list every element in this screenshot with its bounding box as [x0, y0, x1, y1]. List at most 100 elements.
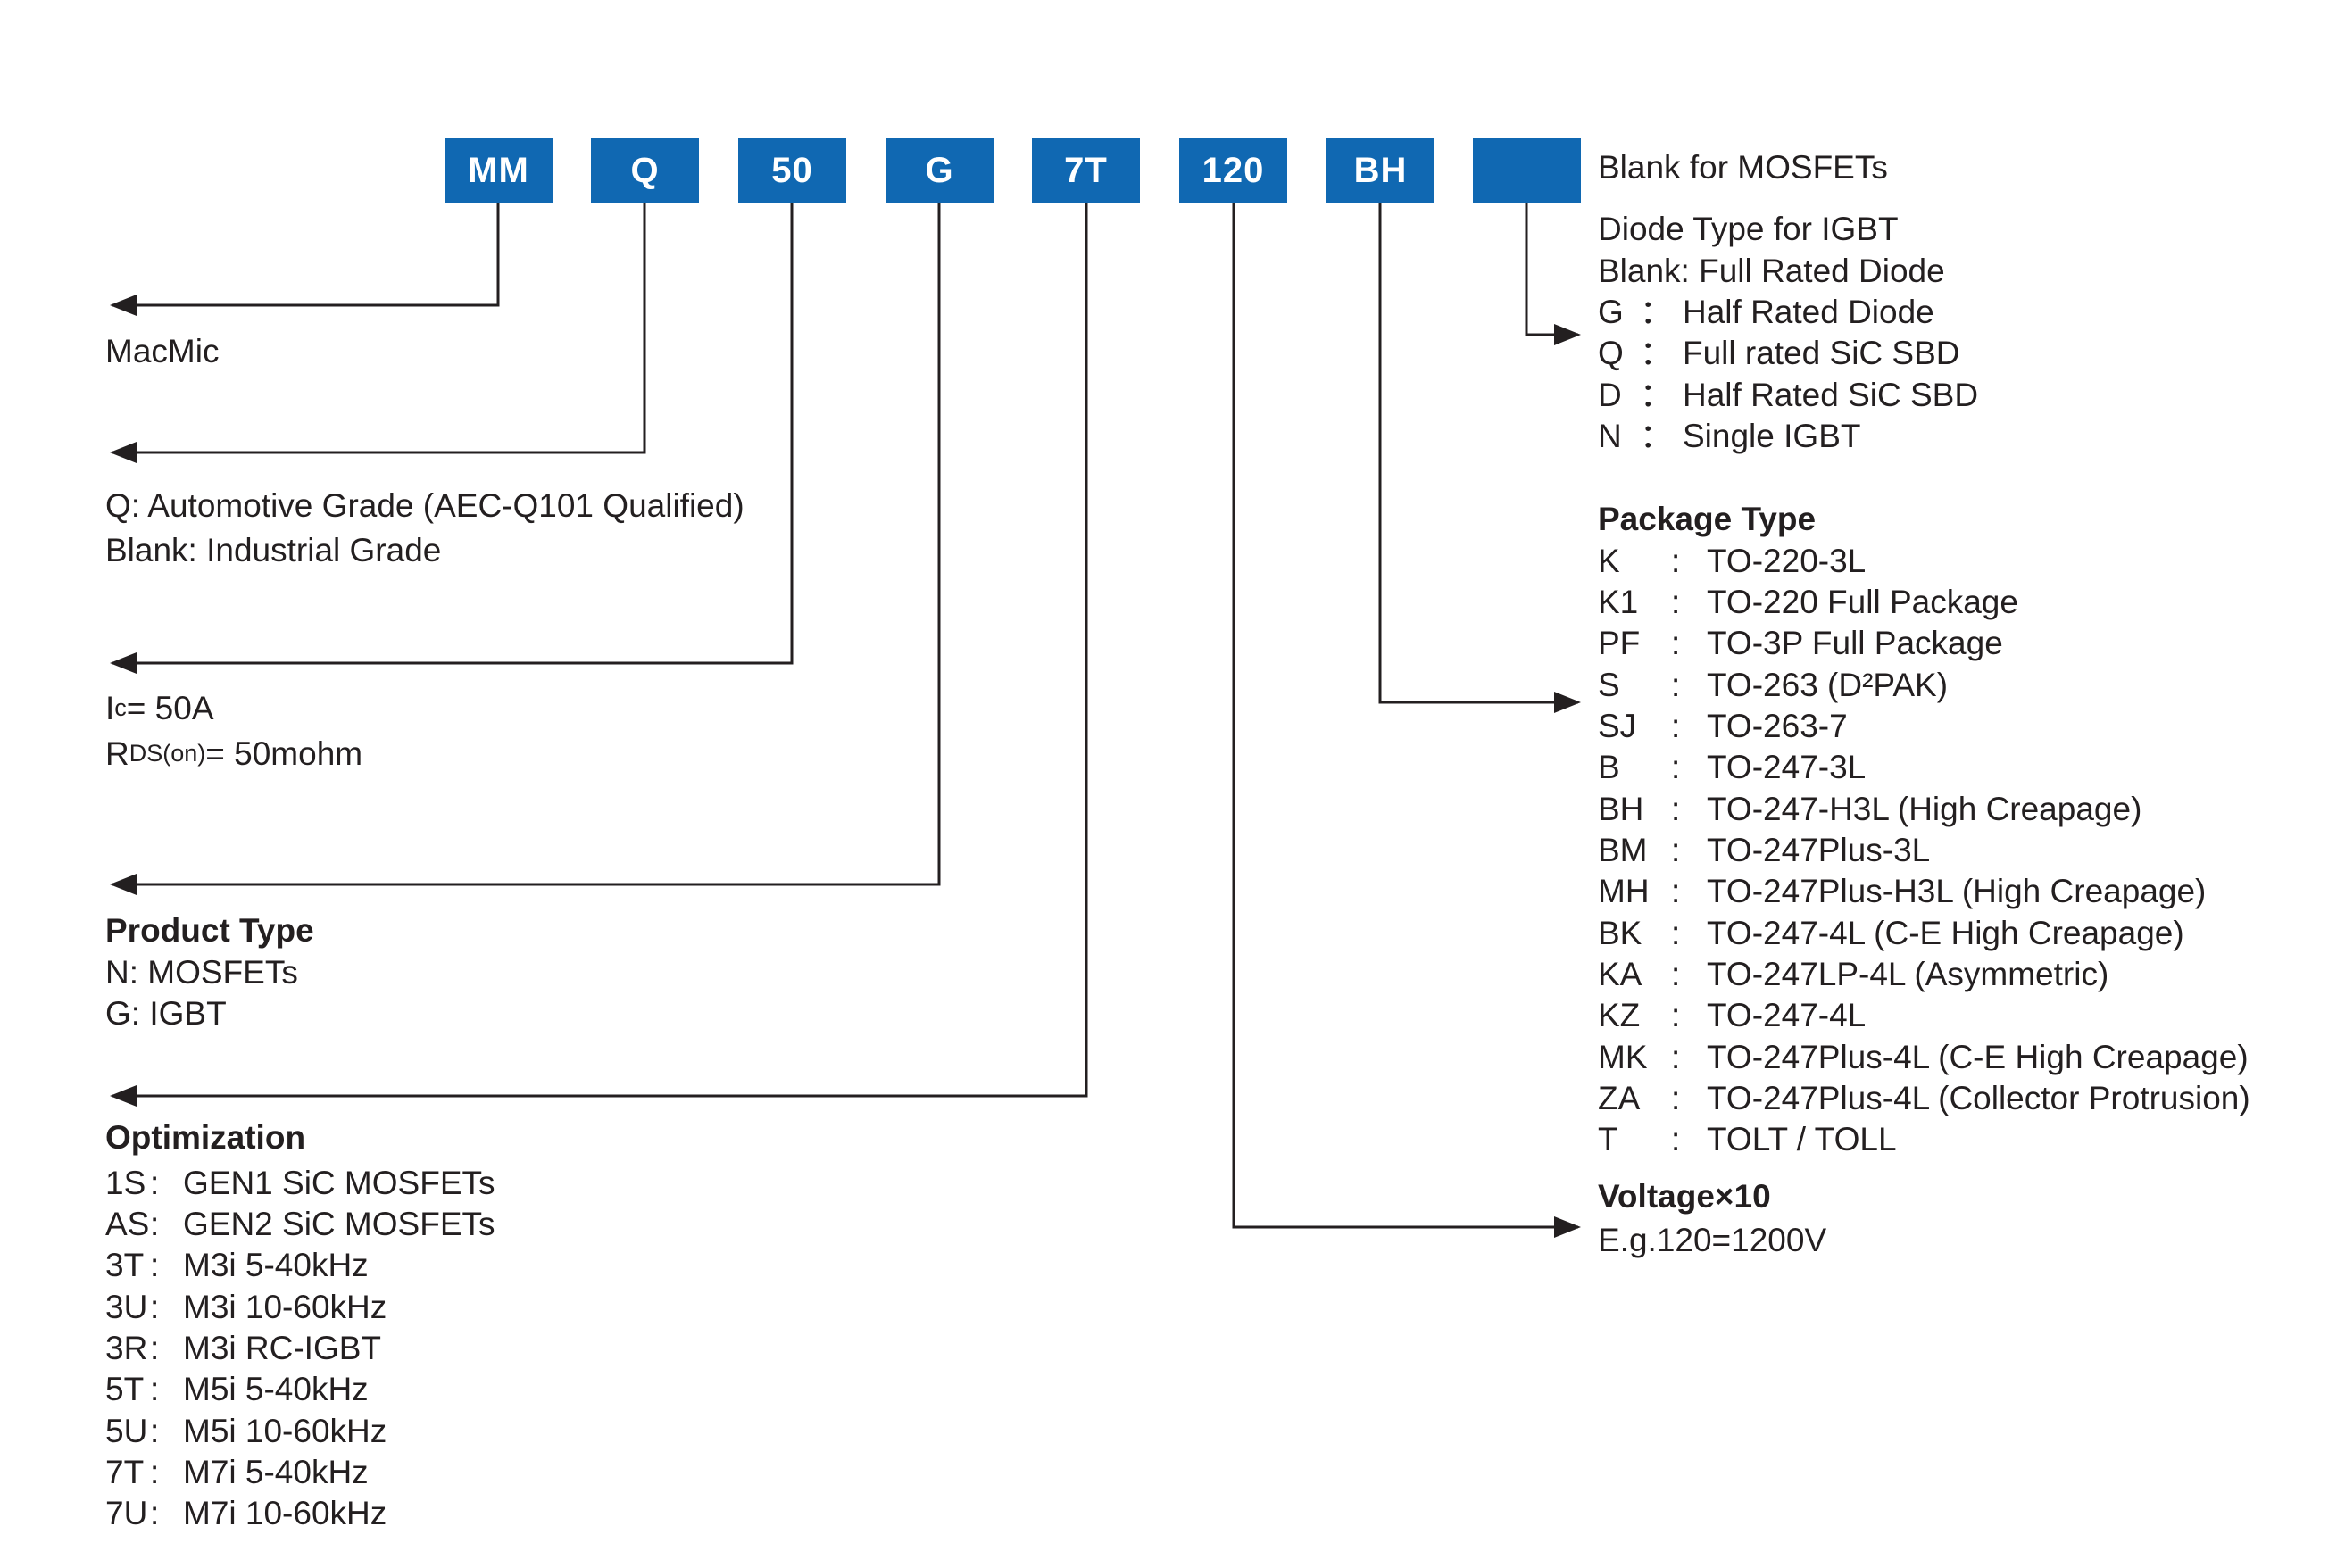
package-code: BK: [1598, 914, 1642, 951]
optimization-item: 3T: M3i 5-40kHz: [105, 1245, 495, 1286]
voltage-title: Voltage×10: [1598, 1177, 1771, 1215]
connector-brand: [110, 203, 500, 316]
diode-separator: ：: [1640, 376, 1673, 413]
package-separator: :: [1671, 914, 1681, 951]
package-separator: :: [1671, 1038, 1681, 1075]
part-box-current: 50: [738, 138, 846, 203]
package-code: PF: [1598, 625, 1641, 662]
package-code: BH: [1598, 790, 1644, 827]
package-item: T:TOLT / TOLL: [1598, 1119, 2250, 1160]
part-box-grade: Q: [591, 138, 699, 203]
optimization-item: 5U: M5i 10-60kHz: [105, 1410, 495, 1451]
connector-optimization: [110, 203, 1088, 1107]
package-code: K1: [1598, 583, 1639, 620]
connector-grade: [110, 203, 646, 463]
optimization-separator: :: [150, 1495, 160, 1532]
diode-type-title: Diode Type for IGBT: [1598, 211, 1899, 248]
diode-separator: ：: [1640, 417, 1673, 454]
ic-symbol: I: [105, 689, 115, 726]
package-item: SJ:TO-263-7: [1598, 706, 2250, 747]
package-separator: :: [1671, 666, 1681, 703]
optimization-separator: :: [150, 1288, 160, 1325]
product-type-title: Product Type: [105, 912, 314, 950]
optimization-item: AS:GEN2 SiC MOSFETs: [105, 1204, 495, 1245]
product-type-igbt: G: IGBT: [105, 994, 227, 1032]
package-code: BM: [1598, 831, 1648, 868]
optimization-code: 3T: [105, 1247, 145, 1284]
optimization-code: 3R: [105, 1329, 148, 1366]
product-type-section: Product Type N: MOSFETs G: IGBT: [105, 910, 314, 1034]
optimization-separator: :: [150, 1453, 160, 1490]
diode-blank-line: Blank: Full Rated Diode: [1598, 252, 1945, 289]
rds-subscript: DS(on): [129, 740, 206, 767]
package-separator: :: [1671, 1121, 1681, 1158]
diode-code: G: [1598, 293, 1624, 330]
ic-value: = 50A: [126, 689, 214, 726]
package-separator: :: [1671, 997, 1681, 1034]
package-separator: :: [1671, 1079, 1681, 1116]
optimization-item: 3R: M3i RC-IGBT: [105, 1328, 495, 1369]
package-code: SJ: [1598, 707, 1637, 744]
optimization-separator: :: [150, 1412, 160, 1449]
package-code: ZA: [1598, 1079, 1641, 1116]
brand-label: MacMic: [105, 333, 220, 369]
diode-code: Q: [1598, 335, 1624, 372]
product-type-mosfet: N: MOSFETs: [105, 953, 298, 991]
package-label: TO-247Plus-3L: [1707, 831, 1931, 868]
package-item: PF:TO-3P Full Package: [1598, 623, 2250, 664]
voltage-section: Voltage×10 E.g.120=1200V: [1598, 1174, 1826, 1262]
package-label: TO-263 (D²PAK): [1707, 666, 1949, 703]
optimization-code: 7U: [105, 1495, 148, 1532]
package-label: TO-247LP-4L (Asymmetric): [1707, 955, 2109, 992]
package-label: TO-247Plus-4L (Collector Protrusion): [1707, 1079, 2250, 1116]
diode-code: N: [1598, 417, 1622, 454]
package-code: KA: [1598, 955, 1642, 992]
package-item: KA:TO-247LP-4L (Asymmetric): [1598, 954, 2250, 995]
package-label: TO-247-H3L (High Creapage): [1707, 790, 2142, 827]
package-label: TO-263-7: [1707, 707, 1848, 744]
connector-package: [1378, 203, 1581, 713]
optimization-label: M5i 10-60kHz: [183, 1412, 387, 1449]
ic-subscript: c: [114, 694, 127, 721]
optimization-separator: :: [150, 1329, 160, 1366]
diode-item: D：Half Rated SiC SBD: [1598, 374, 1978, 415]
optimization-label: M3i 5-40kHz: [183, 1247, 369, 1284]
optimization-section: Optimization 1S:GEN1 SiC MOSFETs AS:GEN2…: [105, 1117, 495, 1534]
diode-item: N：Single IGBT: [1598, 416, 1978, 457]
package-label: TO-247Plus-H3L (High Creapage): [1707, 873, 2207, 910]
rds-value: = 50mohm: [205, 734, 363, 772]
package-label: TO-3P Full Package: [1707, 625, 2003, 662]
grade-section: Q: Automotive Grade (AEC-Q101 Qualified)…: [105, 484, 744, 573]
optimization-code: 1S: [105, 1164, 146, 1201]
optimization-separator: :: [150, 1205, 160, 1242]
optimization-separator: :: [150, 1247, 160, 1284]
package-separator: :: [1671, 583, 1681, 620]
package-type-title: Package Type: [1598, 501, 1817, 538]
diode-separator: ：: [1640, 293, 1673, 330]
optimization-code: 5U: [105, 1412, 148, 1449]
connector-rating: [110, 203, 794, 674]
package-label: TOLT / TOLL: [1707, 1121, 1897, 1158]
package-item: KZ:TO-247-4L: [1598, 995, 2250, 1036]
optimization-label: M7i 10-60kHz: [183, 1495, 387, 1532]
package-code: KZ: [1598, 997, 1641, 1034]
diode-label: Half Rated Diode: [1683, 293, 1934, 330]
package-code: MK: [1598, 1038, 1648, 1075]
part-box-diode-blank: [1473, 138, 1581, 203]
optimization-code: 7T: [105, 1453, 145, 1490]
package-separator: :: [1671, 749, 1681, 786]
optimization-label: M3i RC-IGBT: [183, 1329, 381, 1366]
diode-label: Full rated SiC SBD: [1683, 335, 1960, 372]
package-item: MK: TO-247Plus-4L (C-E High Creapage): [1598, 1036, 2250, 1077]
package-label: TO-247Plus-4L (C-E High Creapage): [1707, 1038, 2249, 1075]
optimization-code: AS: [105, 1205, 150, 1242]
diode-item: G ： Half Rated Diode: [1598, 292, 1978, 333]
connector-product-type: [110, 203, 941, 895]
voltage-example: E.g.120=1200V: [1598, 1221, 1827, 1258]
package-code: B: [1598, 749, 1620, 786]
